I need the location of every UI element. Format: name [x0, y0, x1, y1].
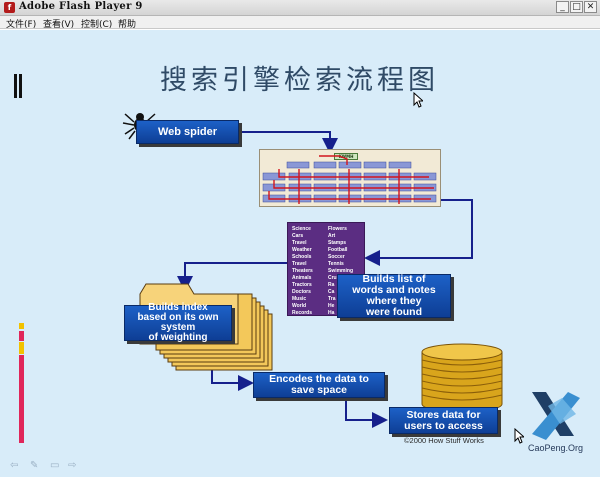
menu-control[interactable]: 控制(C): [81, 20, 113, 30]
word-right-8: Ra: [328, 282, 335, 288]
web-spider-label: Web spider: [157, 125, 218, 138]
word-left-6: Theaters: [292, 268, 313, 274]
word-left-5: Travel: [292, 261, 307, 267]
side-strip-pink-2: [19, 355, 24, 443]
stores-line-1: Stores data for: [406, 408, 481, 421]
builds-index-box: Builds index based on its own system of …: [124, 302, 232, 343]
webpage-link-grid: [262, 155, 437, 204]
stores-box: Stores data for users to access: [389, 407, 498, 434]
mouse-cursor-icon: [413, 92, 423, 108]
builds-list-line-1: Builds list of: [362, 273, 426, 285]
menu-bar: 文件(F) 查看(V) 控制(C) 帮助: [0, 16, 600, 30]
word-right-12: Ha: [328, 310, 335, 316]
encodes-line-2: save space: [290, 384, 348, 396]
encodes-box: Encodes the data to save space: [253, 372, 385, 398]
side-strip-yellow-2: [19, 342, 24, 354]
pen-icon[interactable]: ✎: [30, 460, 39, 471]
word-right-0: Flowers: [328, 226, 347, 232]
menu-file[interactable]: 文件(F): [6, 20, 37, 30]
word-left-1: Cars: [292, 233, 304, 239]
word-right-9: Ca: [328, 289, 335, 295]
word-left-10: Music: [292, 296, 307, 302]
caopeng-logo-text: CaoPeng.Org: [528, 443, 584, 453]
menu-help[interactable]: 帮助: [118, 20, 137, 30]
word-right-3: Football: [328, 247, 348, 253]
mouse-cursor-icon-2: [514, 428, 524, 444]
word-left-8: Tractors: [292, 282, 312, 288]
word-left-0: Science: [292, 226, 311, 232]
builds-index-line-2: based on its own: [137, 312, 219, 323]
flow-arrows: [177, 131, 473, 428]
word-right-10: Tra: [328, 296, 336, 302]
copyright-text: ©2000 How Stuff Works: [404, 436, 484, 445]
caopeng-x-logo-icon: [532, 392, 580, 440]
slide-title: 搜索引擎检索流程图: [160, 65, 439, 96]
word-right-6: Swimming: [328, 268, 354, 274]
flash-app-icon: f: [4, 2, 15, 13]
word-right-2: Stamps: [328, 240, 347, 246]
coin-stack-icon: [421, 343, 503, 413]
word-right-11: He: [328, 303, 335, 309]
builds-index-line-4: of weighting: [148, 332, 208, 343]
encodes-line-1: Encodes the data to: [269, 373, 369, 385]
word-right-5: Tennis: [328, 261, 344, 267]
builds-list-box: Builds list of words and notes where the…: [337, 274, 451, 318]
side-strip-top: [19, 323, 24, 329]
web-spider-box: Web spider: [136, 120, 239, 144]
prev-arrow-icon[interactable]: ⇦: [10, 460, 19, 471]
screen-icon[interactable]: ▭: [50, 460, 60, 471]
word-left-9: Doctors: [292, 289, 311, 295]
flash-stage[interactable]: 搜索引擎检索流程图 Web spider KWMH: [0, 30, 600, 477]
word-left-12: Records: [292, 310, 313, 316]
close-button[interactable]: ✕: [584, 1, 597, 13]
window-title: Adobe Flash Player 9: [19, 1, 143, 12]
word-right-4: Soccer: [328, 254, 345, 260]
side-strip-pink-1: [19, 331, 24, 341]
maximize-button[interactable]: □: [570, 1, 583, 13]
word-left-4: Schools: [292, 254, 312, 260]
builds-list-line-3: where they: [366, 295, 422, 307]
builds-list-line-4: were found: [365, 306, 422, 318]
left-bar-dark: [14, 74, 17, 98]
builds-index-line-3: system: [160, 322, 196, 333]
word-left-11: World: [292, 303, 307, 309]
left-bar-dark-2: [19, 74, 22, 98]
word-left-7: Animals: [292, 275, 312, 281]
word-left-3: Weather: [292, 247, 312, 253]
stores-line-2: users to access: [404, 419, 483, 432]
menu-view[interactable]: 查看(V): [43, 20, 75, 30]
builds-list-line-2: words and notes: [352, 284, 436, 296]
next-arrow-icon[interactable]: ⇨: [68, 460, 77, 471]
minimize-button[interactable]: _: [556, 1, 569, 13]
word-right-1: Art: [328, 233, 336, 239]
word-left-2: Travel: [292, 240, 307, 246]
builds-index-line-1: Builds index: [148, 302, 208, 313]
window-titlebar: f Adobe Flash Player 9 _ □ ✕: [0, 0, 600, 16]
